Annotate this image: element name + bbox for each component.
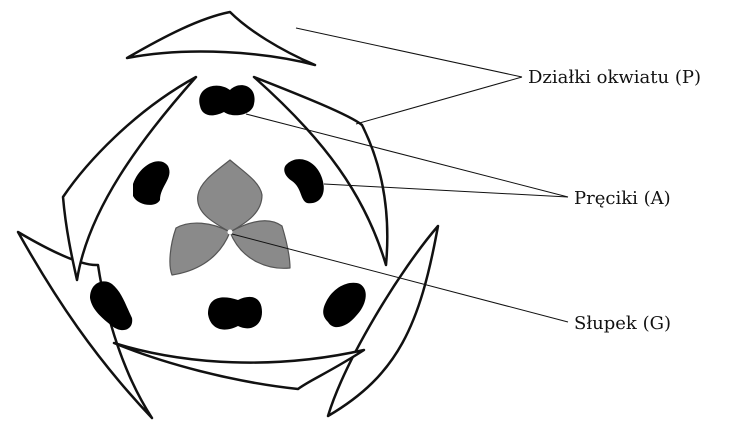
leader-line-perianth-upper (296, 28, 522, 77)
stamen-upper-left (133, 161, 169, 205)
carpel-right (230, 221, 290, 268)
tepal-outer-left (18, 232, 152, 418)
stamen-bottom (208, 297, 262, 330)
stamen-top (199, 85, 254, 115)
tepal-outer-top (127, 12, 315, 65)
stamen-lower-right (323, 283, 366, 327)
label-perianth: Działki okwiatu (P) (528, 67, 701, 88)
leader-line-stamen-upper (246, 114, 568, 197)
labels-group: Działki okwiatu (P) Pręciki (A) Słupek (… (528, 67, 701, 334)
leader-line-perianth-lower (356, 77, 522, 124)
carpel-top (198, 160, 262, 232)
leader-lines (232, 28, 568, 322)
stamen-upper-right (284, 159, 324, 203)
carpel-left (170, 223, 230, 275)
pistil (170, 160, 290, 275)
label-stamens: Pręciki (A) (574, 188, 671, 209)
label-pistil: Słupek (G) (574, 313, 671, 334)
pistil-center (228, 230, 233, 235)
tepal-inner-bottom (114, 343, 364, 389)
